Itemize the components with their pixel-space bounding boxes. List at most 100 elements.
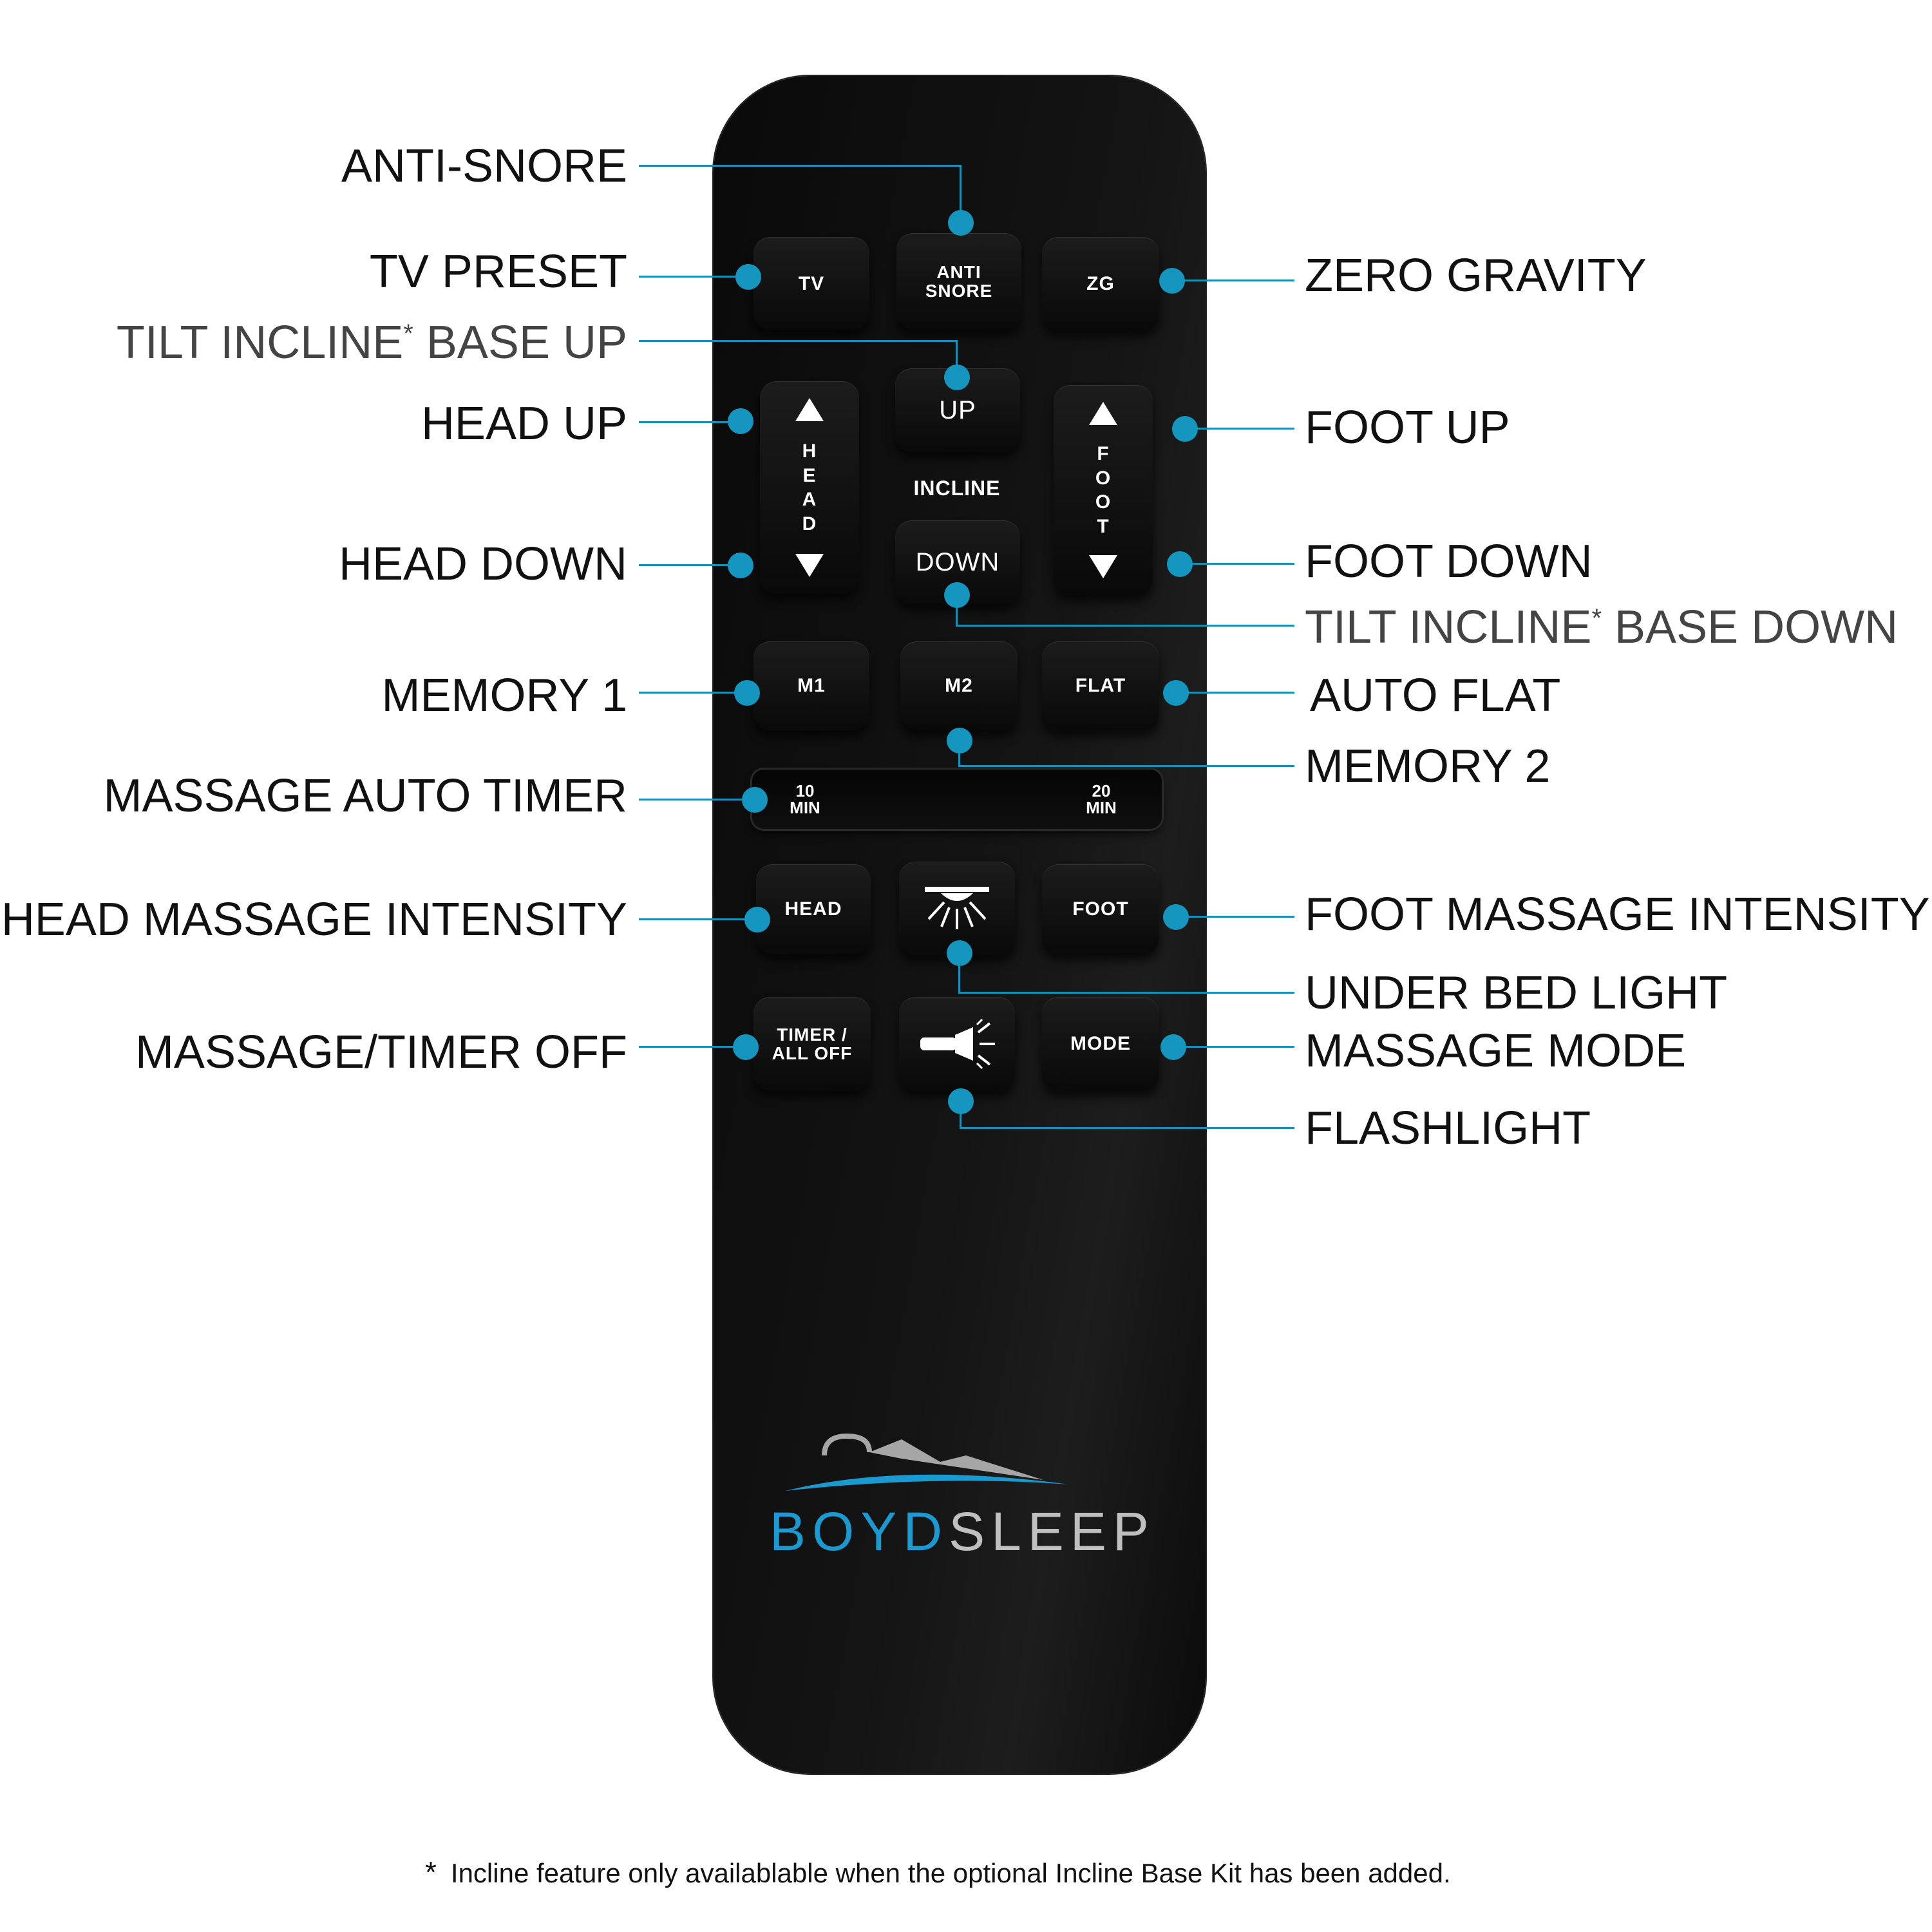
brand-part-2: SLEEP [949, 1501, 1155, 1562]
flashlight-icon [920, 1018, 995, 1070]
callout-line-tilt-up [639, 340, 957, 342]
head-rocker-letter: H [802, 440, 817, 462]
foot-rocker-letter: T [1097, 515, 1110, 537]
callout-dot-tv-preset [735, 264, 761, 290]
label-flashlight: FLASHLIGHT [1305, 1103, 1591, 1154]
callout-dot-foot-down [1167, 551, 1193, 577]
label-massage-timer-off: MASSAGE/TIMER OFF [135, 1027, 627, 1078]
callout-dot-anti-snore [948, 210, 974, 236]
label-memory-1: MEMORY 1 [381, 670, 627, 721]
callout-line-zero-gravity [1172, 279, 1294, 281]
callout-line-anti-snore [639, 165, 961, 167]
timer-all-off-button-label: TIMER / ALL OFF [772, 1024, 853, 1063]
incline-down-button-label: DOWN [915, 548, 1000, 576]
foot-up-arrow-icon [1089, 402, 1117, 425]
callout-dot-head-up [728, 408, 753, 434]
flat-button-label: FLAT [1075, 675, 1126, 697]
boydsleep-logo-icon [786, 1433, 1069, 1491]
label-tilt-up-asterisk: * [403, 319, 413, 348]
callout-line-flashlight-vertical [960, 1101, 961, 1127]
head-massage-button-label: HEAD [784, 898, 842, 920]
callout-dot-massage-auto-timer [742, 787, 768, 813]
footnote: * Incline feature only availablable when … [425, 1855, 1451, 1889]
zg-button-label: ZG [1086, 272, 1115, 294]
head-rocker-letter: D [802, 513, 817, 535]
callout-line-tilt-up-vertical [956, 340, 958, 376]
label-tilt-up-rest: BASE UP [413, 317, 627, 368]
flat-button[interactable]: FLAT [1042, 641, 1159, 730]
head-rocker-letter: A [802, 489, 817, 510]
label-under-bed-light: UNDER BED LIGHT [1305, 967, 1728, 1019]
massage-timer-slider[interactable]: 10 MIN 20 MIN [752, 770, 1162, 829]
callout-line-tv-preset [639, 276, 748, 278]
callout-line-tilt-down [956, 625, 1294, 627]
label-head-massage-intensity: HEAD MASSAGE INTENSITY [1, 894, 627, 945]
callout-dot-tilt-up [944, 365, 970, 390]
callout-line-massage-mode [1173, 1046, 1294, 1048]
zg-button[interactable]: ZG [1042, 237, 1159, 330]
incline-down-button[interactable]: DOWN [895, 520, 1020, 604]
brand-part-1: BOYD [770, 1501, 949, 1562]
callout-dot-zero-gravity [1159, 268, 1185, 294]
callout-dot-massage-mode [1160, 1034, 1186, 1060]
callout-dot-head-massage-intensity [744, 907, 770, 933]
foot-rocker-letter: F [1097, 443, 1110, 464]
head-down-arrow-icon [795, 554, 824, 577]
footnote-asterisk: * [425, 1855, 437, 1889]
timer-right-value: 20 [1092, 781, 1111, 800]
callout-line-massage-timer-off [639, 1046, 744, 1048]
timer-mark-20-min: 20 MIN [1063, 782, 1140, 816]
timer-left-value: 10 [795, 781, 815, 800]
mode-button-label: MODE [1070, 1033, 1131, 1055]
callout-dot-under-bed-light [947, 940, 972, 966]
timer-left-unit: MIN [790, 798, 820, 817]
callout-dot-head-down [728, 553, 753, 578]
m1-button-label: M1 [797, 675, 826, 697]
timer-mark-10-min: 10 MIN [766, 782, 844, 816]
label-massage-auto-timer: MASSAGE AUTO TIMER [103, 770, 627, 822]
label-memory-2: MEMORY 2 [1305, 741, 1551, 792]
callout-dot-foot-up [1172, 416, 1198, 442]
under-bed-light-button[interactable] [899, 862, 1015, 956]
anti-snore-button-label: ANTI SNORE [925, 261, 993, 301]
anti-snore-button[interactable]: ANTI SNORE [896, 233, 1021, 330]
label-anti-snore: ANTI-SNORE [341, 140, 627, 192]
label-tv-preset: TV PRESET [369, 246, 627, 298]
m2-button-label: M2 [945, 675, 973, 697]
m2-button[interactable]: M2 [900, 641, 1018, 730]
callout-line-auto-flat [1176, 692, 1294, 694]
callout-dot-memory-2 [947, 728, 972, 753]
incline-label: INCLINE [913, 477, 1001, 500]
callout-dot-flashlight [948, 1088, 974, 1114]
flashlight-button[interactable] [899, 997, 1015, 1091]
footnote-text: Incline feature only availablable when t… [450, 1858, 1451, 1888]
head-rocker-letter: E [802, 464, 817, 486]
label-foot-massage-intensity: FOOT MASSAGE INTENSITY [1305, 889, 1930, 940]
label-tilt-down-main: TILT INCLINE [1305, 601, 1592, 653]
label-head-up: HEAD UP [421, 398, 627, 450]
timer-all-off-button[interactable]: TIMER / ALL OFF [753, 997, 871, 1091]
callout-line-head-up [639, 421, 742, 423]
m1-button[interactable]: M1 [753, 641, 869, 730]
label-foot-up: FOOT UP [1305, 402, 1510, 453]
callout-dot-memory-1 [734, 680, 760, 706]
callout-line-foot-down [1180, 563, 1294, 565]
callout-line-foot-up [1184, 428, 1294, 430]
label-auto-flat: AUTO FLAT [1310, 670, 1561, 721]
incline-up-button-label: UP [939, 396, 976, 424]
callout-line-massage-auto-timer [639, 799, 753, 800]
callout-line-head-massage-intensity [639, 918, 757, 920]
callout-line-memory-2 [958, 765, 1294, 767]
tv-button[interactable]: TV [753, 237, 869, 330]
head-massage-button[interactable]: HEAD [756, 864, 871, 954]
foot-massage-button[interactable]: FOOT [1042, 864, 1159, 954]
mode-button[interactable]: MODE [1042, 997, 1159, 1091]
foot-massage-button-label: FOOT [1072, 898, 1129, 920]
foot-rocker-letter: O [1095, 491, 1112, 513]
foot-down-arrow-icon [1089, 555, 1117, 578]
callout-line-under-bed-light [958, 992, 1294, 994]
callout-line-under-bed-light-vertical [958, 953, 960, 992]
